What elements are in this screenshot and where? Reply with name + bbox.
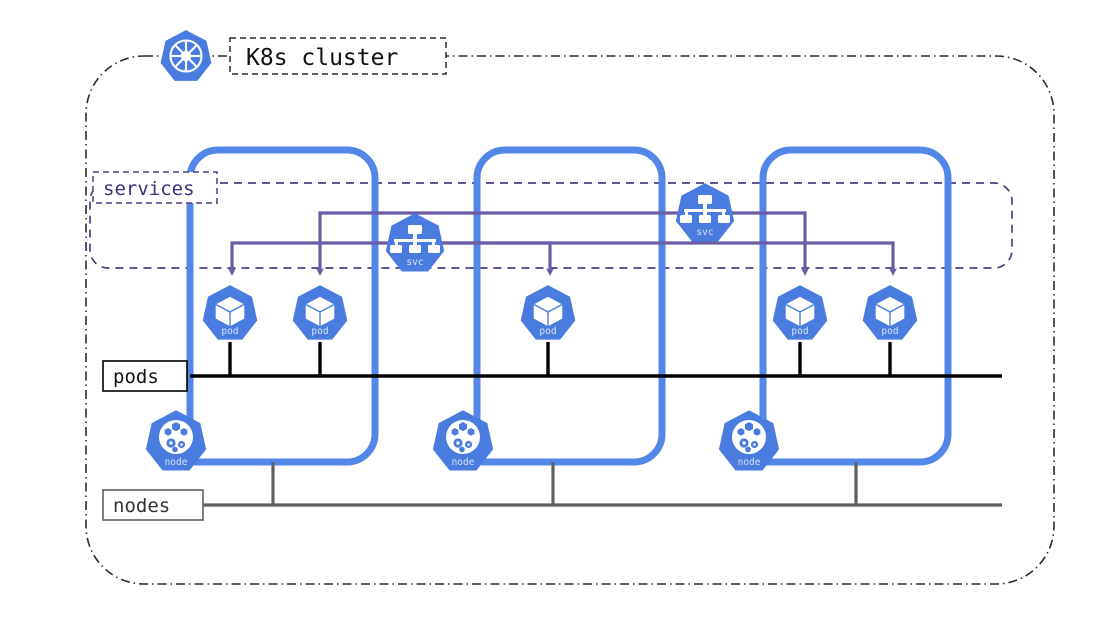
- node-icon-label: node: [738, 457, 761, 468]
- route-svc2-to-pod4: [724, 211, 809, 276]
- nodes-bus: [202, 462, 1002, 507]
- pod-icon[interactable]: pod: [862, 285, 918, 340]
- pod-icon-label: pod: [311, 326, 328, 337]
- service-routes: [228, 211, 897, 276]
- pod-icon[interactable]: pod: [202, 285, 258, 340]
- node-icon[interactable]: node: [718, 410, 780, 471]
- node-group-containers: [186, 146, 952, 466]
- nodes-zone-label: nodes: [113, 495, 171, 517]
- service-icon-label: svc: [696, 227, 713, 238]
- node-icon[interactable]: node: [432, 410, 494, 471]
- service-icon[interactable]: svc: [385, 213, 445, 272]
- page-title: K8s cluster: [246, 45, 399, 71]
- services-zone-label: services: [103, 178, 195, 200]
- node-icon[interactable]: node: [145, 410, 207, 471]
- pod-icon-label: pod: [221, 326, 238, 337]
- route-svc1-to-pod1: [228, 241, 396, 276]
- pod-icon-label: pod: [881, 326, 898, 337]
- node-icon-label: node: [165, 457, 188, 468]
- service-icon-label: svc: [406, 257, 423, 268]
- cluster-title-box: [229, 37, 447, 75]
- pod-icon-label: pod: [539, 326, 556, 337]
- route-svc2-to-pod2: [316, 211, 686, 276]
- pods-label-box: [102, 360, 188, 392]
- cluster-boundary: [85, 55, 1055, 585]
- service-icon[interactable]: svc: [675, 183, 735, 242]
- kubernetes-wheel-icon: [160, 30, 212, 81]
- node-group-1: [186, 146, 379, 466]
- pod-icon[interactable]: pod: [292, 285, 348, 340]
- pods-bus: [190, 342, 1002, 378]
- node-group-2: [473, 146, 666, 466]
- pod-icon[interactable]: pod: [772, 285, 828, 340]
- node-group-3: [759, 146, 952, 466]
- pod-icon[interactable]: pod: [520, 285, 576, 340]
- pods-zone-label: pods: [113, 366, 159, 388]
- node-icon-label: node: [452, 457, 475, 468]
- pod-icon-label: pod: [791, 326, 808, 337]
- nodes-label-box: [102, 489, 204, 521]
- route-svc1-to-pod5: [434, 241, 897, 276]
- services-label-box: [92, 171, 218, 204]
